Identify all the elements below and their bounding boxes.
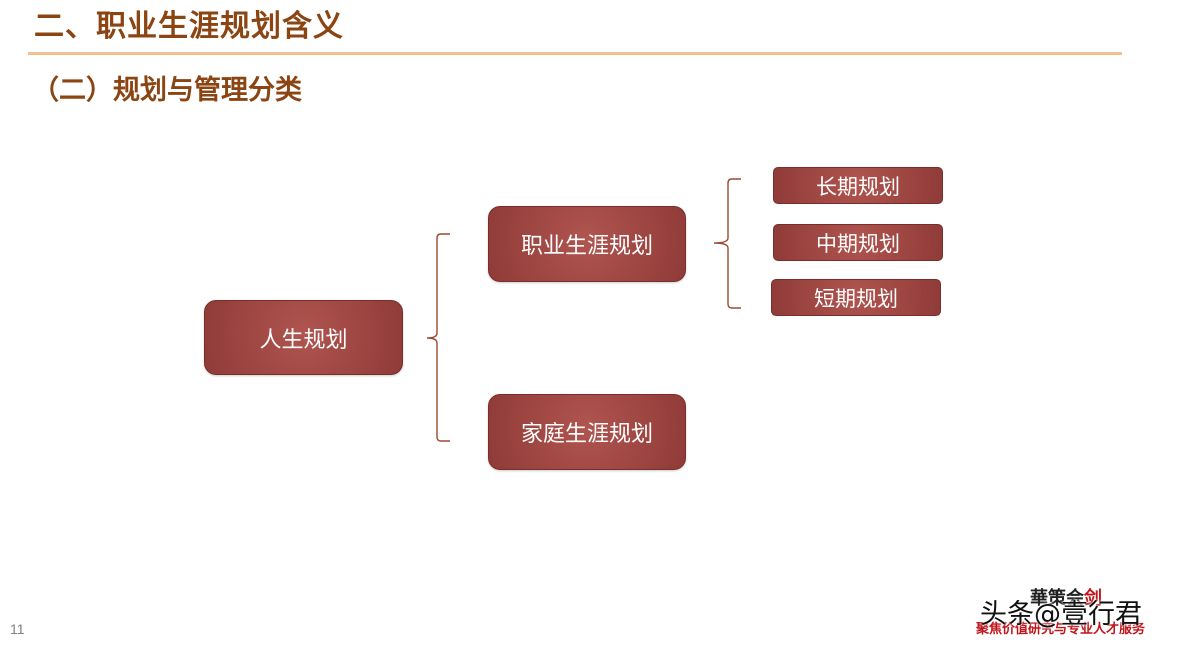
career-brace — [713, 178, 741, 309]
node-family-planning: 家庭生涯规划 — [488, 394, 686, 470]
node-career-planning: 职业生涯规划 — [488, 206, 686, 282]
root-brace — [426, 233, 450, 442]
logo-wordmark: 華策会剑 — [1030, 588, 1102, 609]
page-title: 二、职业生涯规划含义 — [34, 9, 344, 44]
node-short-term-planning: 短期规划 — [771, 279, 941, 316]
logo-tagline: 聚焦价值研究与专业人才服务 — [976, 622, 1146, 637]
node-mid-term-planning: 中期规划 — [773, 224, 943, 261]
node-long-term-planning: 长期规划 — [773, 167, 943, 204]
title-divider — [28, 52, 1122, 55]
section-subtitle: （二）规划与管理分类 — [32, 75, 302, 106]
page-number: 11 — [10, 621, 25, 637]
company-logo: 華策会剑 聚焦价值研究与专业人才服务 — [968, 582, 1178, 638]
node-life-planning: 人生规划 — [204, 300, 403, 375]
watermark: 头条@壹行君 — [980, 599, 1142, 630]
